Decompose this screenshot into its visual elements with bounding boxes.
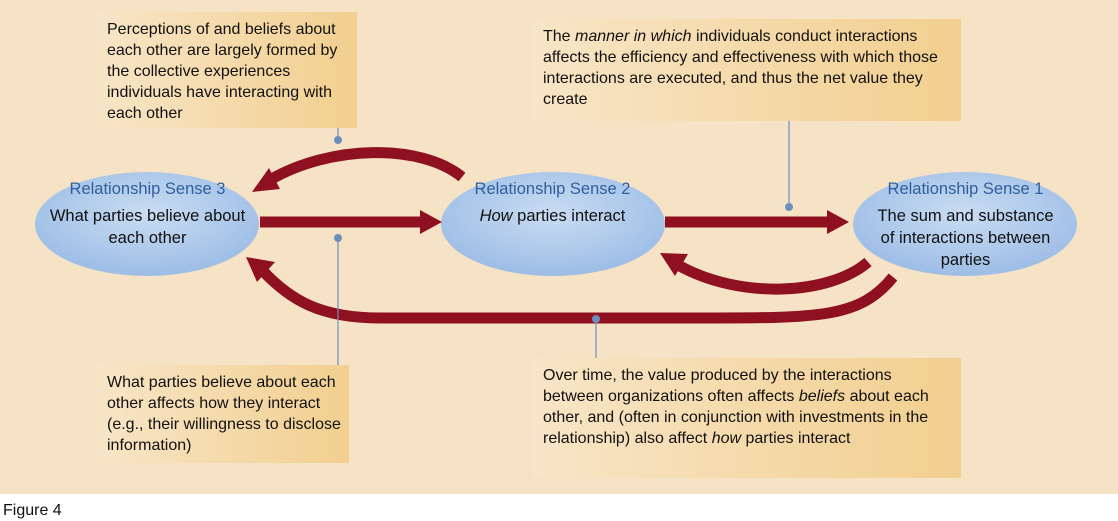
relationship-sense-3: Relationship Sense 3 What parties believ…	[35, 180, 260, 249]
sense3-description: What parties believe about each other	[49, 207, 246, 247]
note-top-left: Perceptions of and beliefs about each ot…	[97, 12, 357, 128]
relationship-sense-2: Relationship Sense 2 How parties interac…	[440, 180, 665, 227]
note-top-right-emphasis: manner in which	[575, 28, 692, 45]
diagram-canvas	[35, 106, 1077, 372]
sense2-description-emphasis: How	[479, 207, 513, 225]
sense2-description-rest: parties interact	[512, 207, 626, 225]
sense1-ellipse	[853, 172, 1077, 276]
sense1-description: The sum and substance of interactions be…	[877, 207, 1054, 269]
pointer-top-right	[785, 106, 793, 211]
figure-caption: Figure 4	[3, 502, 62, 519]
sense2-description: How parties interact	[440, 205, 665, 227]
note-bottom-right-pre: Over time, the value produced by the int…	[543, 367, 892, 405]
arrow-sense2-to-sense3	[252, 147, 466, 192]
note-bottom-right-post: parties interact	[741, 430, 851, 447]
note-top-right: The manner in which individuals conduct …	[533, 19, 961, 121]
arrow-sense1-to-sense3	[246, 257, 898, 324]
pointer-bottom-left	[334, 234, 342, 372]
sense2-title: Relationship Sense 2	[474, 180, 631, 198]
arrow-sense1-to-sense2	[660, 253, 872, 295]
note-bottom-right-emphasis-how: how	[711, 430, 742, 447]
note-bottom-right-mid: about each other, and (often in conjunct…	[543, 388, 929, 447]
sense2-ellipse	[441, 172, 665, 276]
note-bottom-right: Over time, the value produced by the int…	[533, 358, 961, 478]
sense1-title: Relationship Sense 1	[887, 180, 1044, 198]
note-bottom-left: What parties believe about each other af…	[97, 365, 349, 463]
arrow-sense2-to-sense1	[665, 210, 849, 234]
sense3-ellipse	[35, 172, 259, 276]
relationship-sense-1: Relationship Sense 1 The sum and substan…	[853, 180, 1078, 271]
sense3-title: Relationship Sense 3	[69, 180, 226, 198]
pointer-top-left	[334, 128, 342, 144]
arrow-sense3-to-sense2	[260, 210, 442, 234]
note-bottom-right-emphasis-beliefs: beliefs	[798, 388, 846, 405]
note-top-right-post: individuals conduct interactions affects…	[543, 28, 938, 108]
note-top-right-pre: The	[543, 28, 576, 45]
pointer-bottom-right	[592, 315, 600, 362]
